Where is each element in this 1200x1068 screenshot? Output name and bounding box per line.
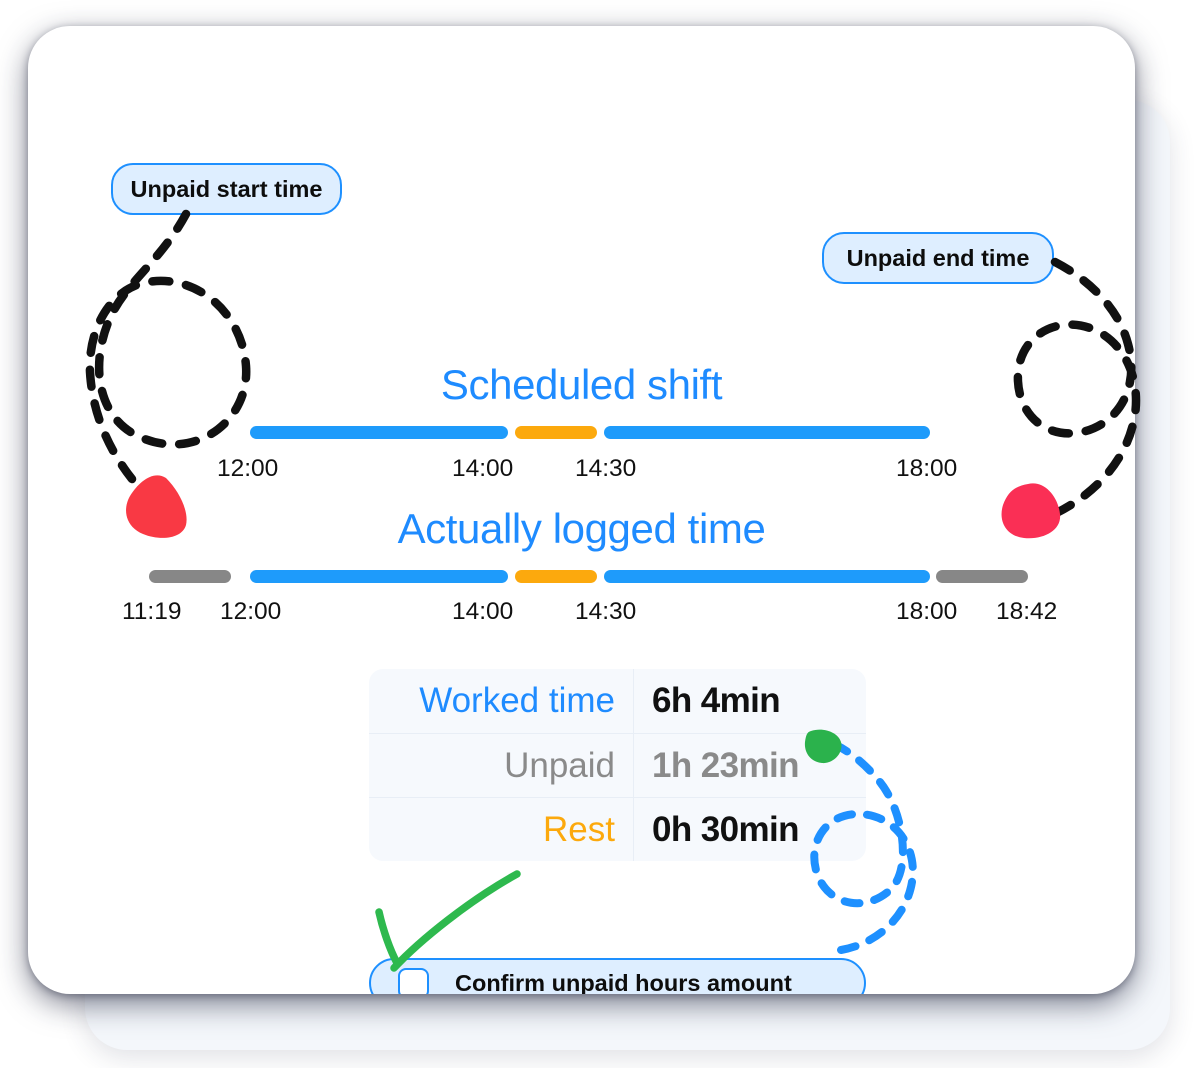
callout-unpaid-start-time-label: Unpaid start time [130,175,323,202]
tick-label: 12:00 [220,598,282,625]
confirm-unpaid-hours-checkbox[interactable] [398,967,429,994]
summary-label-unpaid: Unpaid [369,734,634,797]
tick-label: 12:00 [217,455,279,482]
logged-segment-unpaid-end [936,570,1028,583]
logged-segment-unpaid-start [149,570,231,583]
tick-label: 18:42 [996,598,1058,625]
logged-time-track [28,570,1135,583]
callout-unpaid-end-time[interactable]: Unpaid end time [822,232,1054,284]
scheduled-shift-ticks: 12:00 14:00 14:30 18:00 [28,455,1135,489]
logged-segment-work-1 [250,570,508,583]
scheduled-shift-track [28,426,1135,439]
scheduled-segment-work-2 [604,426,930,439]
callout-unpaid-start-time[interactable]: Unpaid start time [111,163,342,215]
summary-value-worked-time: 6h 4min [652,681,781,720]
scheduled-segment-work-1 [250,426,508,439]
confirm-unpaid-hours-label: Confirm unpaid hours amount [455,969,792,995]
confirm-unpaid-hours-button[interactable]: Confirm unpaid hours amount [369,958,866,994]
scheduled-segment-rest [515,426,597,439]
summary-value-rest: 0h 30min [652,809,800,849]
logged-segment-work-2 [604,570,930,583]
tick-label: 14:00 [452,455,514,482]
summary-label-worked-time: Worked time [369,669,634,733]
tick-label: 14:30 [575,455,637,482]
scheduled-shift-title: Scheduled shift [440,361,723,408]
summary-label-rest: Rest [369,798,634,861]
summary-value-unpaid: 1h 23min [652,745,800,785]
table-row: Rest 0h 30min [369,797,866,861]
tick-label: 14:00 [452,598,514,625]
tick-label: 18:00 [896,455,958,482]
tick-label: 18:00 [896,598,958,625]
logged-segment-rest [515,570,597,583]
logged-time-ticks: 11:19 12:00 14:00 14:30 18:00 18:42 [28,598,1135,632]
logged-time-title: Actually logged time [397,505,766,552]
callout-unpaid-end-time-label: Unpaid end time [846,244,1030,271]
tick-label: 14:30 [575,598,637,625]
table-row: Worked time 6h 4min [369,669,866,733]
summary-table: Worked time 6h 4min Unpaid 1h 23min Rest… [369,669,866,861]
tick-label: 11:19 [122,598,182,625]
table-row: Unpaid 1h 23min [369,733,866,797]
